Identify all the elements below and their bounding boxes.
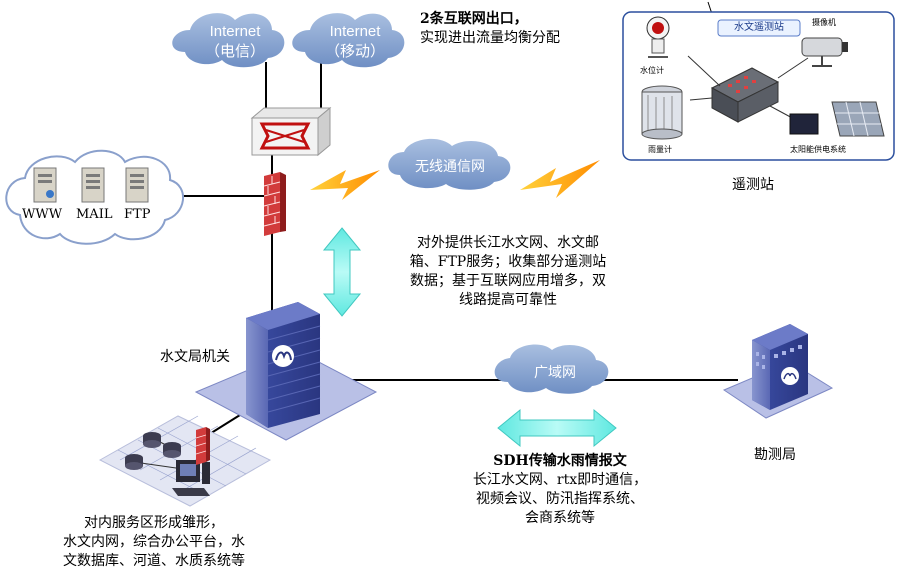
internal-line-1: 对内服务区形成雏形， [84,515,224,531]
ftp-server-icon [125,167,149,203]
rain-gauge-icon [641,85,683,140]
workstation-icon [172,460,210,496]
water-level-label: 水位计 [640,66,664,75]
external-services-line-2: 箱、FTP服务；收集部分遥测站 [409,254,607,270]
ftp-label: FTP [124,207,151,222]
hq-building-icon [194,302,378,441]
external-services-line-4: 线路提高可靠性 [459,292,557,308]
battery-icon [789,113,819,135]
survey-building-icon [722,324,834,419]
lightning-bolt-right-icon [520,160,600,198]
telemetry-label: 遥测站 [732,177,774,193]
water-level-icon [646,16,670,58]
www-label: WWW [22,207,63,222]
lightning-bolt-left-icon [310,170,380,200]
sdh-line-3: 视频会议、防汛指挥系统、 [476,491,644,507]
solar-panel-icon [831,101,885,137]
cloud-wan [494,344,609,394]
cloud-telecom-line1: Internet [209,23,261,40]
double-arrow-vertical-icon [322,227,362,317]
cloud-internet-telecom [172,13,285,68]
sdh-line-1: SDH传输水雨情报文 [493,453,627,469]
dual-exit-note: 2条互联网出口， 实现进出流量均衡分配 [420,10,590,48]
camera-icon [801,37,848,67]
firewall-icon [263,172,286,236]
mail-label: MAIL [76,207,113,222]
hq-label: 水文局机关 [160,349,230,365]
cloud-internet-mobile [292,13,405,68]
internal-line-3: 文数据库、河道、水质系统等 [63,553,245,569]
external-services-line-3: 数据；基于互联网应用增多，双 [410,273,606,289]
database-icon [125,432,181,470]
dual-exit-line-1: 2条互联网出口， [420,11,528,27]
sdh-line-4: 会商系统等 [525,510,595,526]
cloud-mobile-label: Internet （移动） [310,22,400,62]
cloud-mobile-line2: （移动） [324,43,385,60]
mail-server-icon [81,167,105,203]
cloud-mobile-line1: Internet [329,23,381,40]
internal-note: 对内服务区形成雏形， 水文内网，综合办公平台，水 文数据库、河道、水质系统等 [34,514,274,571]
cloud-wireless-label: 无线通信网 [415,158,485,174]
dual-exit-line-2: 实现进出流量均衡分配 [420,30,560,46]
external-services-line-1: 对外提供长江水文网、水文邮 [417,235,599,251]
www-server-icon [33,167,57,203]
survey-label: 勘测局 [754,447,796,463]
solar-label: 太阳能供电系统 [790,145,846,154]
rain-gauge-label: 雨量计 [648,145,672,154]
internal-line-2: 水文内网，综合办公平台，水 [63,534,245,550]
cloud-telecom-label: Internet （电信） [190,22,280,62]
external-services-note: 对外提供长江水文网、水文邮 箱、FTP服务；收集部分遥测站 数据；基于互联网应用… [388,234,628,310]
sdh-note: SDH传输水雨情报文 长江水文网、rtx即时通信， 视频会议、防汛指挥系统、 会… [440,452,680,528]
double-arrow-horizontal-icon [497,408,617,448]
cloud-wan-label: 广域网 [534,364,576,380]
internal-firewall-icon [195,427,210,465]
router-icon [250,106,332,157]
data-logger-icon [687,55,809,123]
cloud-wireless [388,138,511,190]
sdh-line-2: 长江水文网、rtx即时通信， [472,472,648,488]
telemetry-panel-title: 水文遥测站 [734,22,784,33]
cloud-telecom-line2: （电信） [204,43,265,60]
camera-label: 摄像机 [812,18,836,27]
